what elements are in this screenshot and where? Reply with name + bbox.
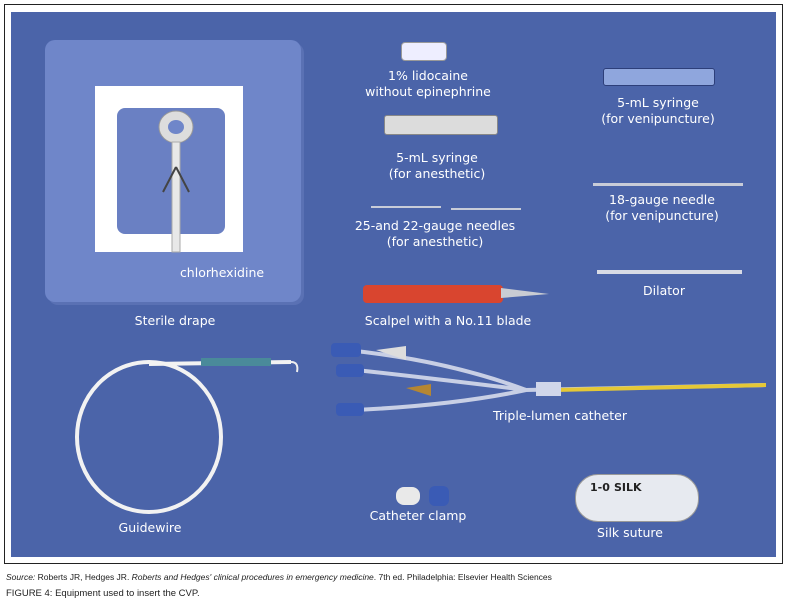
source-prefix: Source:	[6, 572, 36, 582]
label-line: (for venipuncture)	[605, 208, 719, 223]
lidocaine-vial	[401, 42, 447, 61]
chlorhexidine-applicator	[158, 110, 194, 253]
figure-caption: FIGURE 4: Equipment used to insert the C…	[6, 588, 200, 599]
label-line: without epinephrine	[365, 84, 491, 99]
label-line: 5-mL syringe	[396, 150, 478, 165]
label-syringe-venipuncture: 5-mL syringe(for venipuncture)	[601, 95, 714, 127]
catheter-clamp-2	[429, 486, 449, 506]
label-line: 18-gauge needle	[609, 192, 715, 207]
source-authors: Roberts JR, Hedges JR.	[35, 572, 132, 582]
label-line: (for anesthetic)	[386, 234, 484, 249]
label-chlorhexidine: chlorhexidine	[179, 265, 265, 280]
suture-size: 1-0	[590, 481, 610, 494]
source-title: Roberts and Hedges' clinical procedures …	[131, 572, 374, 582]
dilator	[597, 270, 742, 274]
label-catheter-clamp: Catheter clamp	[369, 508, 467, 523]
scalpel-blade	[501, 288, 549, 298]
label-18-gauge-needle: 18-gauge needle(for venipuncture)	[605, 192, 718, 224]
label-line: (for venipuncture)	[601, 111, 715, 126]
label-silk-suture: Silk suture	[597, 525, 663, 540]
silk-suture-pack: 1-0 SILK	[575, 474, 699, 522]
label-sterile-drape: Sterile drape	[134, 313, 216, 328]
label-scalpel: Scalpel with a No.11 blade	[364, 313, 532, 328]
needle-25-gauge	[371, 206, 441, 208]
label-line: 1% lidocaine	[388, 68, 468, 83]
syringe-anesthetic	[384, 115, 498, 135]
label-line: 25-and 22-gauge needles	[354, 218, 516, 233]
needle-18-gauge	[593, 183, 743, 186]
label-syringe-anesthetic: 5-mL syringe(for anesthetic)	[389, 150, 485, 182]
label-line: 5-mL syringe	[617, 95, 699, 110]
guidewire	[75, 358, 299, 514]
label-needles: 25-and 22-gauge needles(for anesthetic)	[355, 218, 515, 250]
catheter-clamp-1	[396, 487, 420, 505]
source-citation: Source: Roberts JR, Hedges JR. Roberts a…	[6, 572, 552, 582]
suture-brand: SILK	[614, 481, 642, 494]
syringe-venipuncture	[603, 68, 715, 86]
label-line: (for anesthetic)	[388, 166, 486, 181]
figure-frame	[4, 4, 783, 564]
scalpel-handle	[363, 285, 503, 303]
label-guidewire: Guidewire	[118, 520, 182, 535]
triple-lumen-catheter	[331, 343, 766, 416]
label-dilator: Dilator	[643, 283, 685, 298]
needle-22-gauge	[451, 208, 521, 210]
label-triple-lumen-catheter: Triple-lumen catheter	[493, 408, 627, 423]
source-rest: . 7th ed. Philadelphia: Elsevier Health …	[373, 572, 552, 582]
